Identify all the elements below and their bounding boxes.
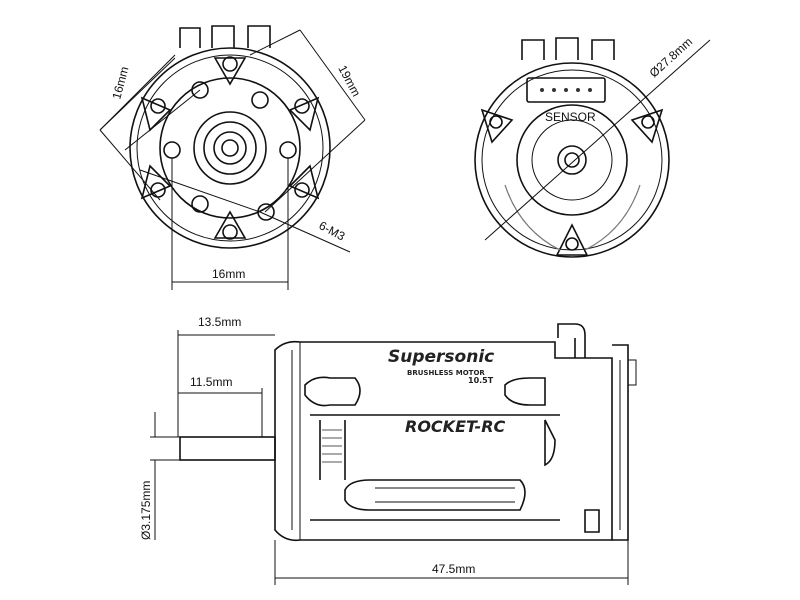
side-view: Supersonic BRUSHLESS MOTOR 10.5T ROCKET-… bbox=[139, 315, 637, 585]
rear-view: Ø27.8mm SENSOR bbox=[474, 35, 711, 258]
hole-spec: 6-M3 bbox=[317, 218, 348, 243]
dim-shaft-outer: 13.5mm bbox=[198, 315, 241, 329]
front-dim-left: 16mm bbox=[109, 65, 131, 101]
rear-diameter: Ø27.8mm bbox=[647, 35, 696, 81]
sensor-label: SENSOR bbox=[545, 110, 596, 124]
front-view: 16mm 19mm 16mm 6-M3 bbox=[99, 25, 366, 290]
turns-label: 10.5T bbox=[468, 376, 494, 385]
brand-logo: Supersonic bbox=[388, 347, 494, 367]
front-dim-bottom: 16mm bbox=[212, 267, 245, 281]
dim-shaft-diameter: Ø3.175mm bbox=[139, 481, 153, 540]
dim-length: 47.5mm bbox=[432, 562, 475, 576]
maker-logo: ROCKET-RC bbox=[405, 417, 506, 436]
brand-subtitle: BRUSHLESS MOTOR bbox=[407, 369, 485, 377]
front-dim-right: 19mm bbox=[335, 63, 363, 99]
dim-shaft-inner: 11.5mm bbox=[190, 375, 232, 389]
